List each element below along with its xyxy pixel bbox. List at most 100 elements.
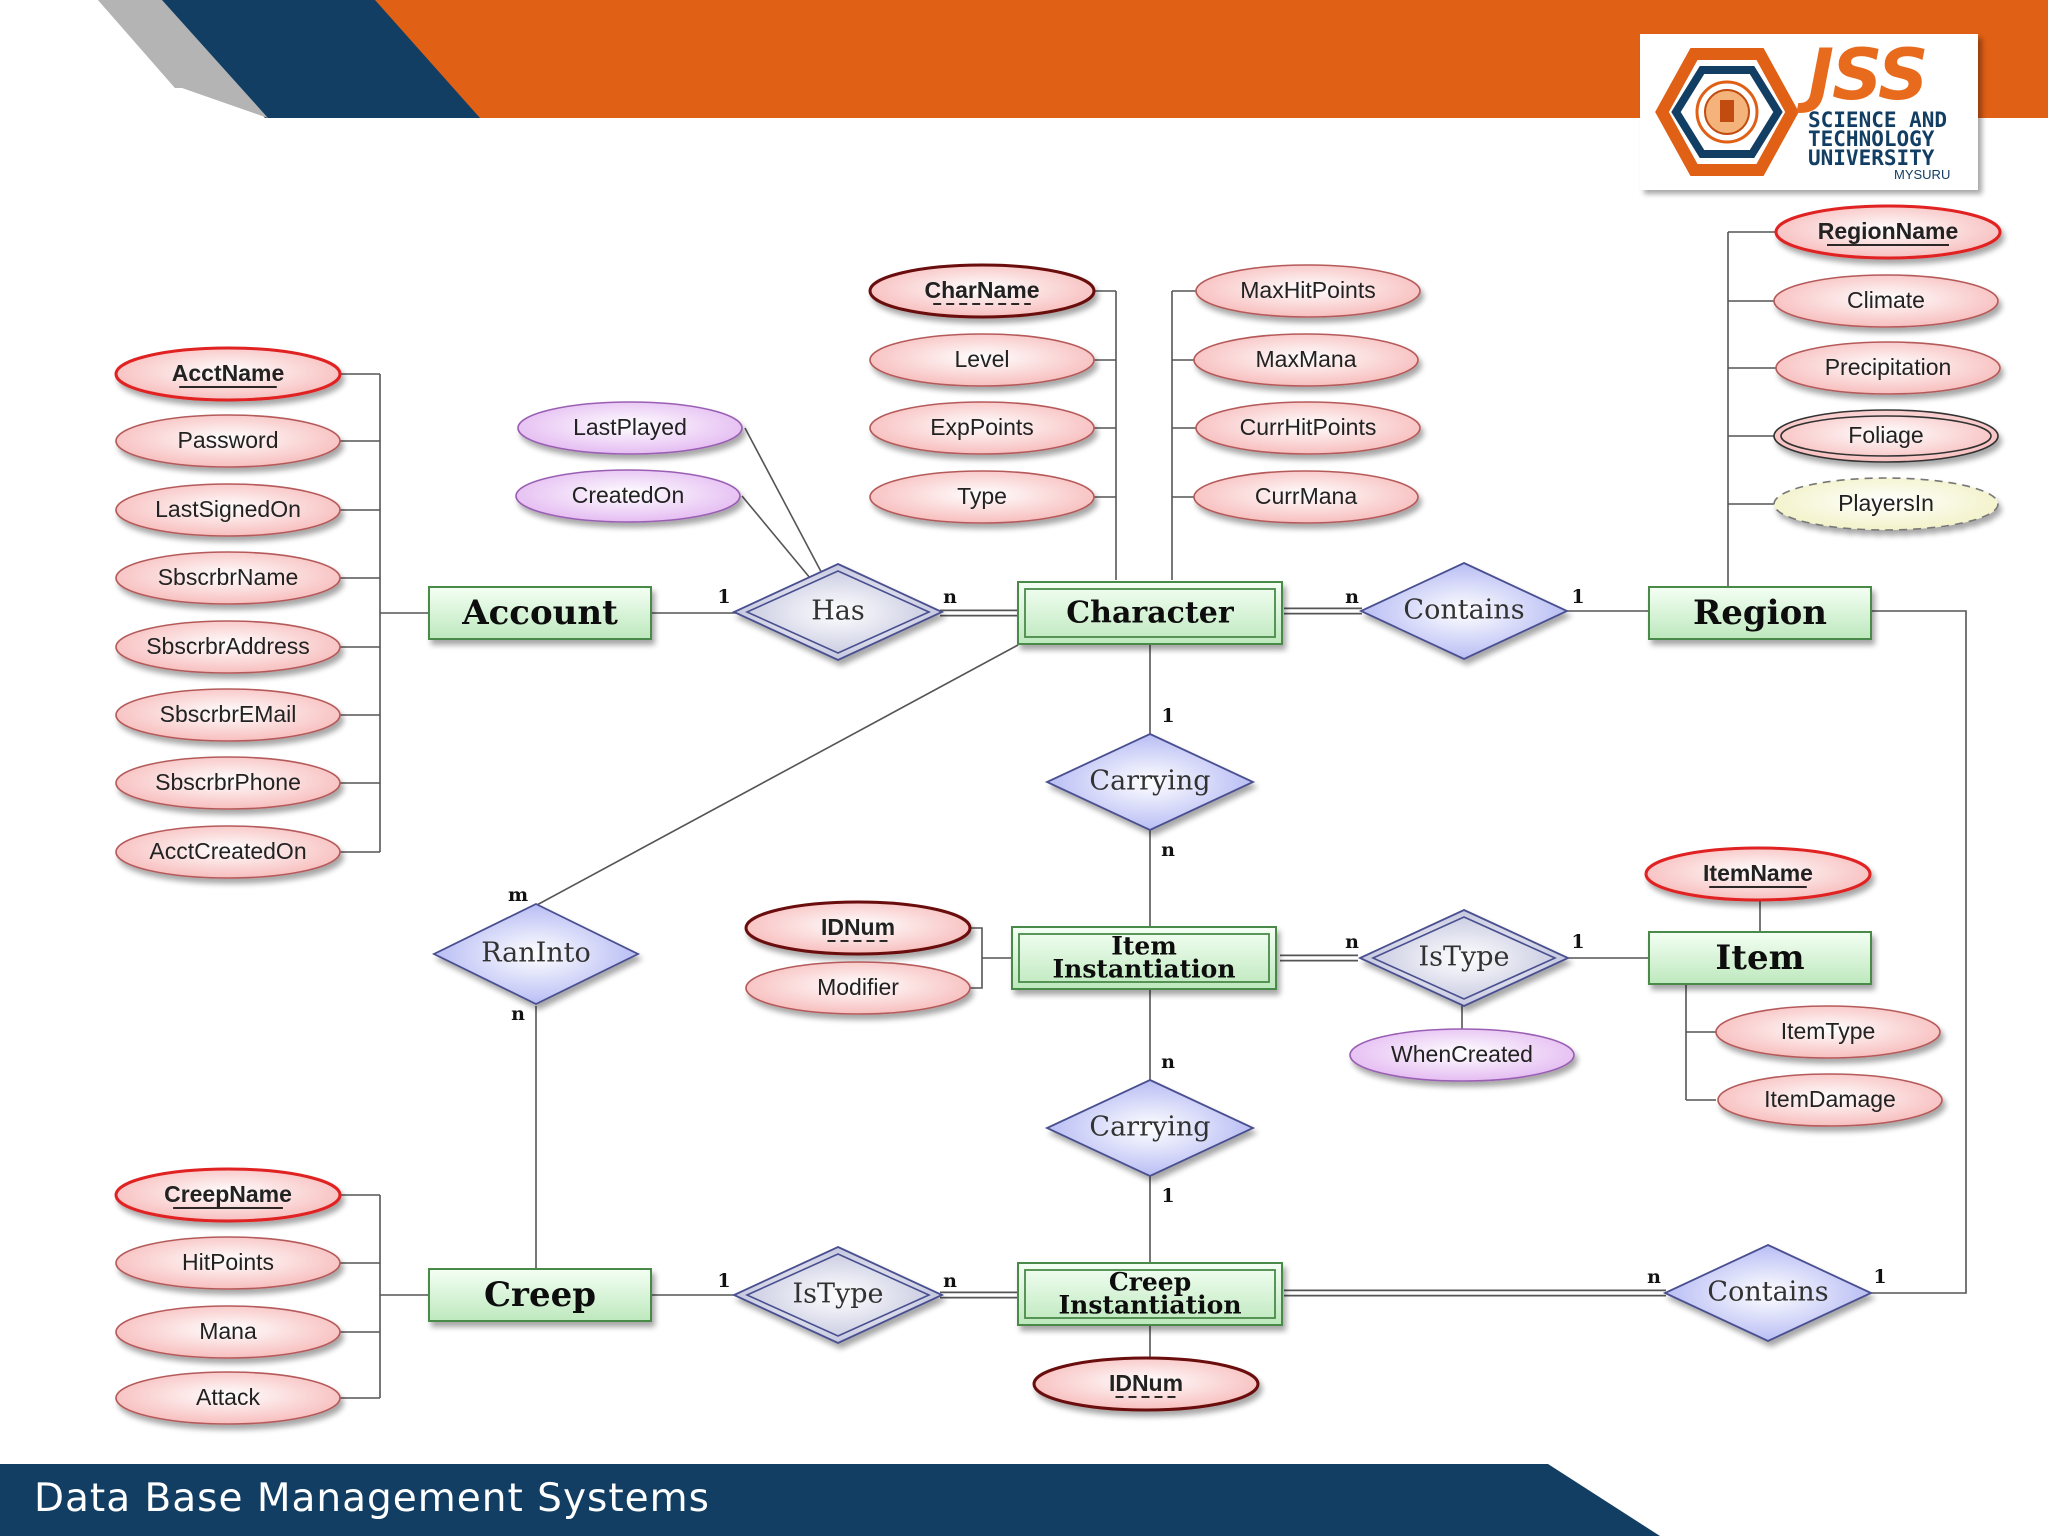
attribute-lastsignedon[interactable]: LastSignedOn: [115, 483, 341, 537]
cardinality-carrying_top_item: n: [1161, 839, 1175, 861]
logo-emblem-icon: [1655, 48, 1799, 176]
cardinality-carrying_bottom_creep: 1: [1161, 1185, 1174, 1207]
entity-account[interactable]: Account: [428, 586, 652, 640]
attribute-acctcreatedon[interactable]: AcctCreatedOn: [115, 825, 341, 879]
attribute-maxhitpoints[interactable]: MaxHitPoints: [1195, 264, 1421, 318]
attribute-label: ItemType: [1781, 1018, 1876, 1044]
attribute-label: AcctCreatedOn: [149, 838, 306, 864]
entity-label-line1: Creep: [1109, 1268, 1191, 1297]
attribute-regionname[interactable]: RegionName: [1774, 204, 2002, 260]
cardinality-contains_character: n: [1345, 586, 1359, 608]
relationship-label: Carrying: [1089, 1112, 1210, 1143]
entity-label-line2: Instantiation: [1058, 1291, 1241, 1320]
attribute-label: LastSignedOn: [155, 496, 301, 522]
footer-title: Data Base Management Systems: [34, 1476, 710, 1521]
attribute-hitpoints[interactable]: HitPoints: [115, 1236, 341, 1290]
relationship-contains_region[interactable]: Contains: [1358, 562, 1570, 660]
attribute-sbscrbrphone[interactable]: SbscrbrPhone: [115, 756, 341, 810]
attribute-label: ItemName: [1703, 860, 1813, 886]
attribute-label: CreepName: [164, 1181, 292, 1207]
attribute-label: Foliage: [1848, 422, 1923, 448]
attribute-label: Precipitation: [1825, 354, 1952, 380]
attribute-label: HitPoints: [182, 1249, 274, 1275]
attribute-label: Modifier: [817, 974, 899, 1000]
cardinality-has_character: n: [943, 586, 957, 608]
attribute-attack[interactable]: Attack: [115, 1371, 341, 1425]
attribute-password[interactable]: Password: [115, 414, 341, 468]
attribute-label: CurrMana: [1255, 483, 1357, 509]
attribute-label: WhenCreated: [1391, 1041, 1533, 1067]
attribute-label: CreatedOn: [572, 482, 685, 508]
banner-orange-band: [370, 0, 2048, 118]
relationship-istype_item[interactable]: IsType: [1357, 909, 1571, 1007]
attribute-label: CurrHitPoints: [1240, 414, 1377, 440]
attribute-modifier[interactable]: Modifier: [745, 961, 971, 1015]
attribute-whencreated[interactable]: WhenCreated: [1349, 1028, 1575, 1082]
attribute-itemdamage[interactable]: ItemDamage: [1717, 1073, 1943, 1127]
attribute-idnum_creep[interactable]: IDNum: [1032, 1356, 1260, 1412]
entity-item[interactable]: Item: [1648, 931, 1872, 985]
attribute-label: SbscrbrName: [158, 564, 299, 590]
entity-label: Creep: [484, 1275, 596, 1315]
attribute-climate[interactable]: Climate: [1773, 274, 1999, 328]
attribute-createdon[interactable]: CreatedOn: [515, 469, 741, 523]
attribute-label: Attack: [196, 1384, 260, 1410]
logo-word: JSS: [1808, 34, 1928, 116]
relationship-carrying_creep[interactable]: Carrying: [1044, 1079, 1256, 1177]
attribute-sbscrbrname[interactable]: SbscrbrName: [115, 551, 341, 605]
entity-label-line2: Instantiation: [1052, 955, 1235, 984]
attribute-label: MaxMana: [1256, 346, 1357, 372]
attribute-exppoints[interactable]: ExpPoints: [869, 401, 1095, 455]
relationship-ranInto[interactable]: RanInto: [431, 902, 641, 1006]
relationship-label: RanInto: [481, 938, 591, 969]
attribute-charname[interactable]: CharName: [868, 263, 1096, 319]
top-banner: [98, 0, 2048, 118]
cardinality-istype_creep_creep: 1: [717, 1270, 730, 1292]
logo-line-4: MYSURU: [1894, 167, 1951, 182]
attribute-precipitation[interactable]: Precipitation: [1775, 341, 2001, 395]
cardinality-contains2_creep: n: [1647, 1266, 1661, 1288]
relationship-contains_creep[interactable]: Contains: [1662, 1244, 1874, 1342]
attribute-mana[interactable]: Mana: [115, 1305, 341, 1359]
footer-banner: [0, 1464, 1660, 1536]
relationship-label: Contains: [1707, 1277, 1828, 1308]
logo-line-2: TECHNOLOGY: [1808, 127, 1935, 151]
attribute-lastplayed[interactable]: LastPlayed: [517, 401, 743, 455]
attribute-acctname[interactable]: AcctName: [114, 346, 342, 402]
entity-region[interactable]: Region: [1648, 586, 1872, 640]
cardinality-carrying_top_character: 1: [1161, 705, 1174, 727]
banner-gray-shape: [98, 0, 230, 88]
attribute-level[interactable]: Level: [869, 333, 1095, 387]
relationship-has[interactable]: Has: [731, 563, 945, 661]
relationship-istype_creep[interactable]: IsType: [731, 1246, 945, 1344]
entity-character[interactable]: Character: [1017, 581, 1283, 645]
attribute-idnum_item[interactable]: IDNum: [744, 900, 972, 956]
attribute-maxmana[interactable]: MaxMana: [1193, 333, 1419, 387]
university-logo: JSS SCIENCE AND TECHNOLOGY UNIVERSITY MY…: [1640, 34, 1978, 190]
cardinality-istype_item_inst: n: [1345, 931, 1359, 953]
attribute-label: RegionName: [1818, 218, 1959, 244]
attribute-sbscrbraddress[interactable]: SbscrbrAddress: [115, 620, 341, 674]
cardinality-raninto_character: m: [508, 884, 528, 906]
attribute-creepname[interactable]: CreepName: [114, 1167, 342, 1223]
attribute-currmana[interactable]: CurrMana: [1193, 470, 1419, 524]
attribute-itemtype[interactable]: ItemType: [1715, 1005, 1941, 1059]
attribute-label: SbscrbrAddress: [146, 633, 310, 659]
attribute-currhitpoints[interactable]: CurrHitPoints: [1195, 401, 1421, 455]
attribute-playersin[interactable]: PlayersIn: [1773, 477, 1999, 531]
attribute-type[interactable]: Type: [869, 470, 1095, 524]
attribute-foliage[interactable]: Foliage: [1773, 409, 1999, 463]
attribute-label: IDNum: [821, 914, 895, 940]
relationship-label: IsType: [792, 1279, 883, 1310]
entity-creep[interactable]: Creep: [428, 1268, 652, 1322]
logo-line-1: SCIENCE AND: [1808, 108, 1948, 132]
attribute-sbscrbremail[interactable]: SbscrbrEMail: [115, 688, 341, 742]
cardinality-raninto_creep: n: [511, 1003, 525, 1025]
attribute-itemname[interactable]: ItemName: [1644, 846, 1872, 902]
relationship-carrying_item[interactable]: Carrying: [1044, 733, 1256, 831]
cardinality-carrying_bottom_item: n: [1161, 1051, 1175, 1073]
attribute-label: ItemDamage: [1764, 1086, 1896, 1112]
relationship-label: Contains: [1403, 595, 1524, 626]
